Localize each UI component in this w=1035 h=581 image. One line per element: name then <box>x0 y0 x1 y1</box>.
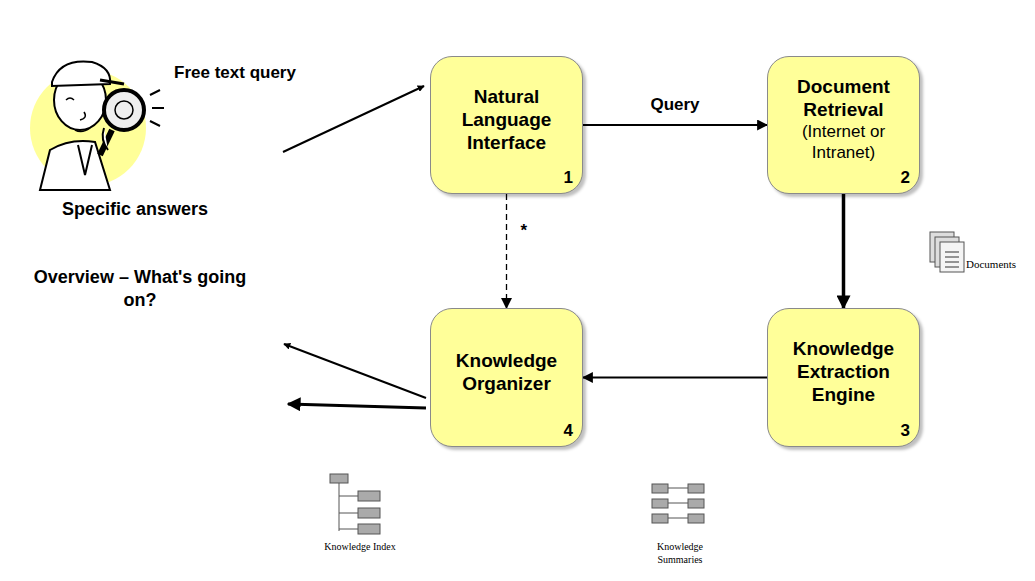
process-box: Natural Language Interface 1 <box>430 56 583 194</box>
callout-number: 1 <box>564 168 573 188</box>
index-icon <box>330 474 380 534</box>
process-box: Knowledge Extraction Engine 3 <box>767 308 920 447</box>
input-arrow <box>283 86 424 152</box>
callout-number: 2 <box>901 168 910 188</box>
edge-label: Query <box>648 95 701 115</box>
annotation: Free text query <box>170 62 300 84</box>
connector-arrow <box>583 377 767 379</box>
documents-icon <box>930 232 964 272</box>
connector-arrow <box>506 194 507 308</box>
edge-label: * <box>519 221 530 241</box>
annotation: Knowledge Summaries <box>640 540 720 566</box>
process-box: Knowledge Organizer 4 <box>430 308 583 447</box>
connector-arrow <box>842 194 846 308</box>
person-icon <box>30 61 164 190</box>
process-box: Document Retrieval(Internet or Intranet)… <box>767 56 920 194</box>
output-arrow <box>288 404 426 408</box>
annotation: Overview – What's going on? <box>20 266 260 312</box>
connector-arrow <box>583 124 767 126</box>
box-title: Knowledge Extraction Engine <box>780 337 907 406</box>
annotation: Documents <box>966 257 1016 271</box>
callout-number: 3 <box>901 421 910 441</box>
callout-number: 4 <box>564 421 573 441</box>
annotation: Specific answers <box>60 198 210 221</box>
output-arrow <box>284 344 426 398</box>
box-title: Natural Language Interface <box>443 85 570 154</box>
box-title: Document Retrieval <box>780 75 907 121</box>
summaries-icon <box>652 484 704 523</box>
box-title: Knowledge Organizer <box>443 349 570 395</box>
annotation: Knowledge Index <box>320 540 400 553</box>
box-subtitle: (Internet or Intranet) <box>780 121 907 163</box>
